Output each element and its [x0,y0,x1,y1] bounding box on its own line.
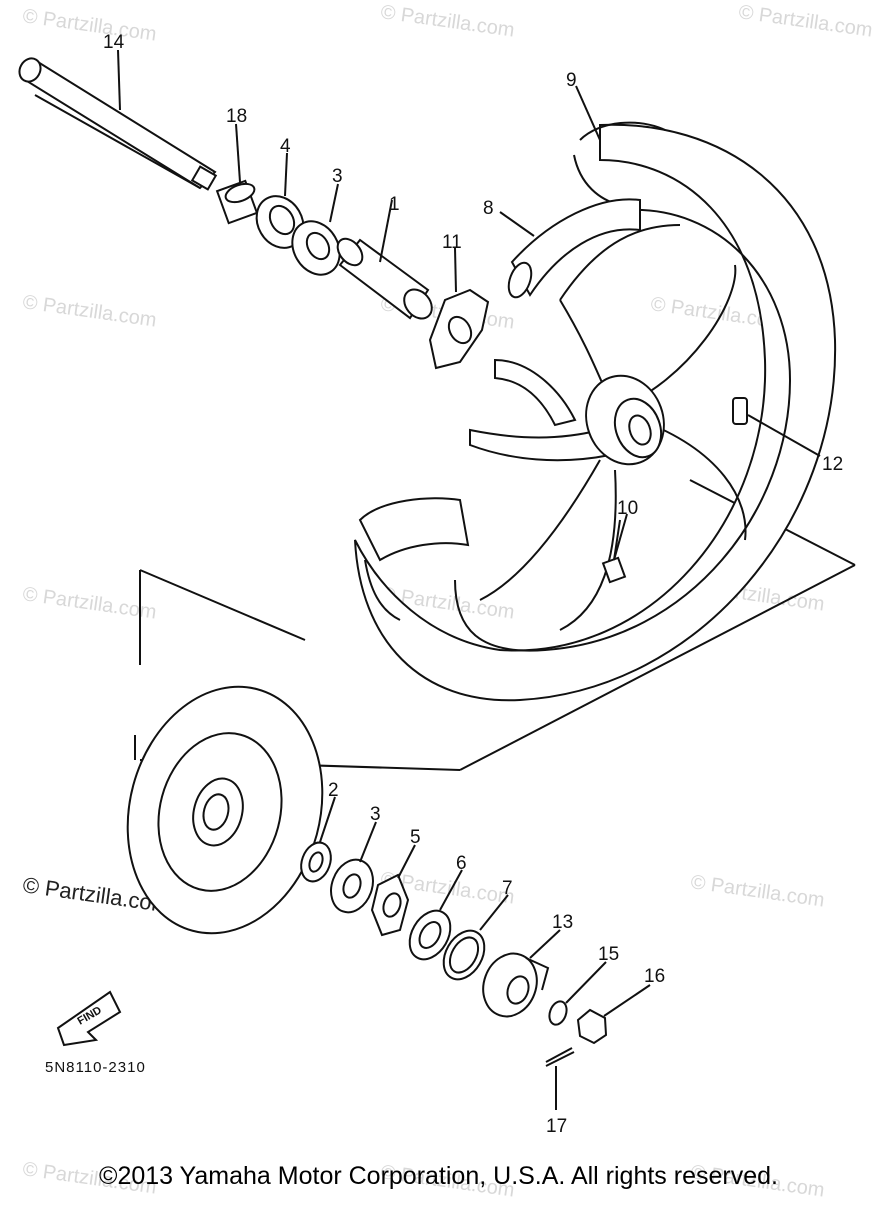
callout-3a: 3 [332,166,343,187]
balance-weight [732,397,748,425]
bearing-lower [330,858,374,914]
watermark: © Partzilla.com [379,1,516,42]
tube [507,198,641,299]
callout-16: 16 [644,966,665,987]
collar [215,179,259,225]
axle-nut [576,1008,608,1045]
watermark: © Partzilla.com [737,1,874,42]
callout-18: 18 [226,106,247,127]
callout-17: 17 [546,1116,567,1137]
speedometer-gear-unit [482,952,550,1018]
tire-section [358,497,470,621]
callout-6: 6 [456,853,467,874]
callout-14: 14 [103,32,125,53]
leader-lines [117,49,821,1110]
cotter-pin [545,1047,575,1067]
copyright-notice: ©2013 Yamaha Motor Corporation, U.S.A. A… [99,1162,778,1190]
callout-7: 7 [502,878,513,899]
wheel-hub [585,374,665,466]
callouts: 1 2 3 3 4 5 6 7 8 9 10 11 12 13 14 15 16… [103,32,843,1137]
watermark: © Partzilla.com [21,5,158,46]
collar-7 [442,929,486,981]
diagram-code: 5N8110-2310 [45,1059,146,1076]
callout-5: 5 [410,827,421,848]
callout-2: 2 [328,780,339,801]
watermark: © Partzilla.com [689,871,826,912]
oil-seal-lower [300,841,332,883]
callout-3b: 3 [370,804,381,825]
callout-4: 4 [280,136,291,157]
callout-15: 15 [598,944,619,965]
axle [18,57,218,191]
oil-seal-6 [408,909,452,961]
callout-11: 11 [442,232,462,253]
callout-12: 12 [822,454,843,475]
callout-1: 1 [389,194,400,215]
watermark: © Partzilla.com [21,583,158,624]
callout-9: 9 [566,70,577,91]
brake-disc [126,685,324,935]
tire [354,121,837,702]
washer [548,1000,568,1026]
watermark: © Partzilla.com [21,291,158,332]
find-arrow: FIND [56,990,122,1047]
spacer [336,237,433,320]
callout-13: 13 [552,912,573,933]
hub-damper [428,288,490,370]
callout-8: 8 [483,198,494,219]
callout-10: 10 [617,498,638,519]
gear-unit-clutch [370,873,410,937]
oil-seal-upper [255,195,305,249]
bearing-upper [291,220,341,276]
